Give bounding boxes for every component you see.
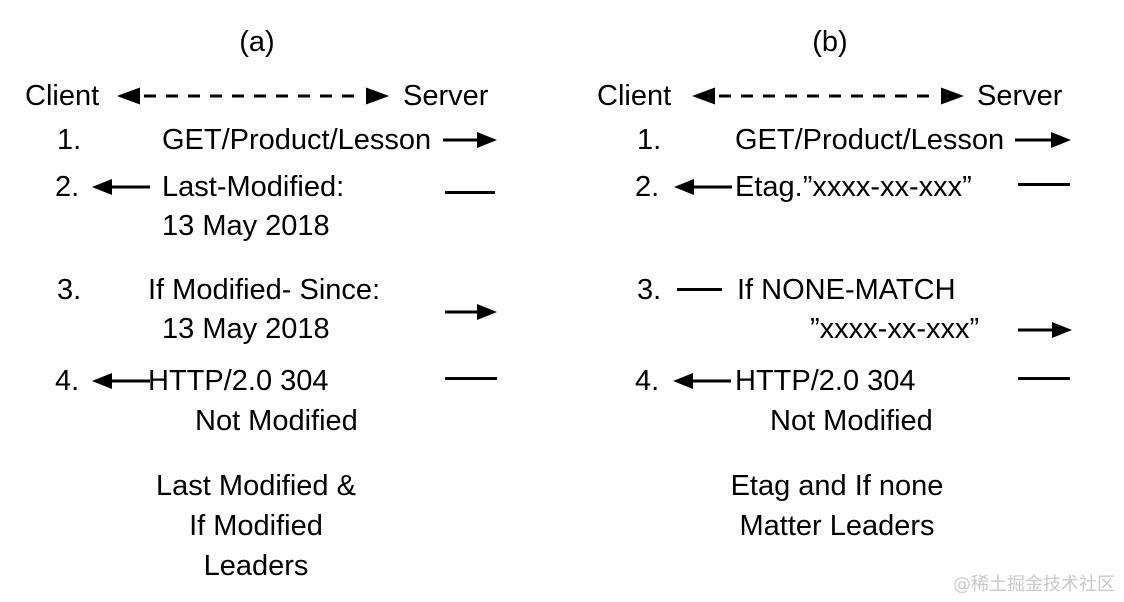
client-line-icon [677, 288, 722, 291]
panel-a: (a) Client Server 1. GET/Product/Lesson … [25, 26, 497, 582]
step-message: GET/Product/Lesson [735, 124, 1005, 156]
step-message: GET/Product/Lesson [162, 124, 432, 156]
panel-b: (b) Client Server 1. GET/Product/Lesson … [562, 0, 1124, 602]
step-number: 4. [635, 365, 660, 397]
caption-line: Last Modified & [156, 470, 356, 502]
server-label: Server [977, 80, 1063, 112]
step-number: 3. [637, 274, 662, 306]
arrow-left-icon [673, 373, 731, 389]
server-line-icon [1018, 183, 1070, 186]
watermark: @稀土掘金技术社区 [953, 574, 1115, 595]
step-message: If NONE-MATCH [737, 274, 956, 306]
arrow-left-icon [92, 179, 150, 195]
arrow-right-icon [1018, 322, 1072, 338]
step-message: HTTP/2.0 304 [735, 365, 916, 397]
step-number: 1. [57, 124, 82, 156]
arrow-right-icon [445, 304, 497, 320]
caption-line: Leaders [203, 550, 309, 582]
panel-title: (a) [239, 26, 275, 58]
arrow-right-icon [443, 132, 497, 148]
step-message-line2: 13 May 2018 [162, 210, 330, 242]
server-line-icon [1018, 377, 1070, 380]
caption-line: Etag and If none [730, 470, 944, 502]
server-line-icon [445, 191, 495, 194]
panel-title: (b) [812, 26, 848, 58]
step-message-line2: 13 May 2018 [162, 313, 330, 345]
step-message: Last-Modified: [162, 171, 345, 203]
client-server-dashed-arrow-icon [117, 87, 389, 105]
caption-line: Matter Leaders [739, 510, 935, 542]
step-message-line2: ”xxxx-xx-xxx” [810, 313, 980, 345]
step-number: 2. [55, 171, 80, 203]
step-message: Etag.”xxxx-xx-xxx” [735, 171, 972, 203]
step-number: 3. [57, 274, 82, 306]
server-line-icon [445, 377, 497, 380]
step-number: 4. [55, 365, 80, 397]
arrow-left-icon [92, 373, 150, 389]
step-number: 1. [637, 124, 662, 156]
step-message-line2: Not Modified [770, 405, 933, 437]
step-number: 2. [635, 171, 660, 203]
step-message-line2: Not Modified [195, 405, 358, 437]
client-server-dashed-arrow-icon [692, 87, 964, 105]
caption-line: If Modified [189, 510, 323, 542]
client-label: Client [597, 80, 672, 112]
arrow-left-icon [674, 179, 732, 195]
step-message: HTTP/2.0 304 [148, 365, 329, 397]
step-message: If Modified- Since: [148, 274, 381, 306]
arrow-right-icon [1015, 132, 1071, 148]
server-label: Server [403, 80, 489, 112]
client-label: Client [25, 80, 100, 112]
